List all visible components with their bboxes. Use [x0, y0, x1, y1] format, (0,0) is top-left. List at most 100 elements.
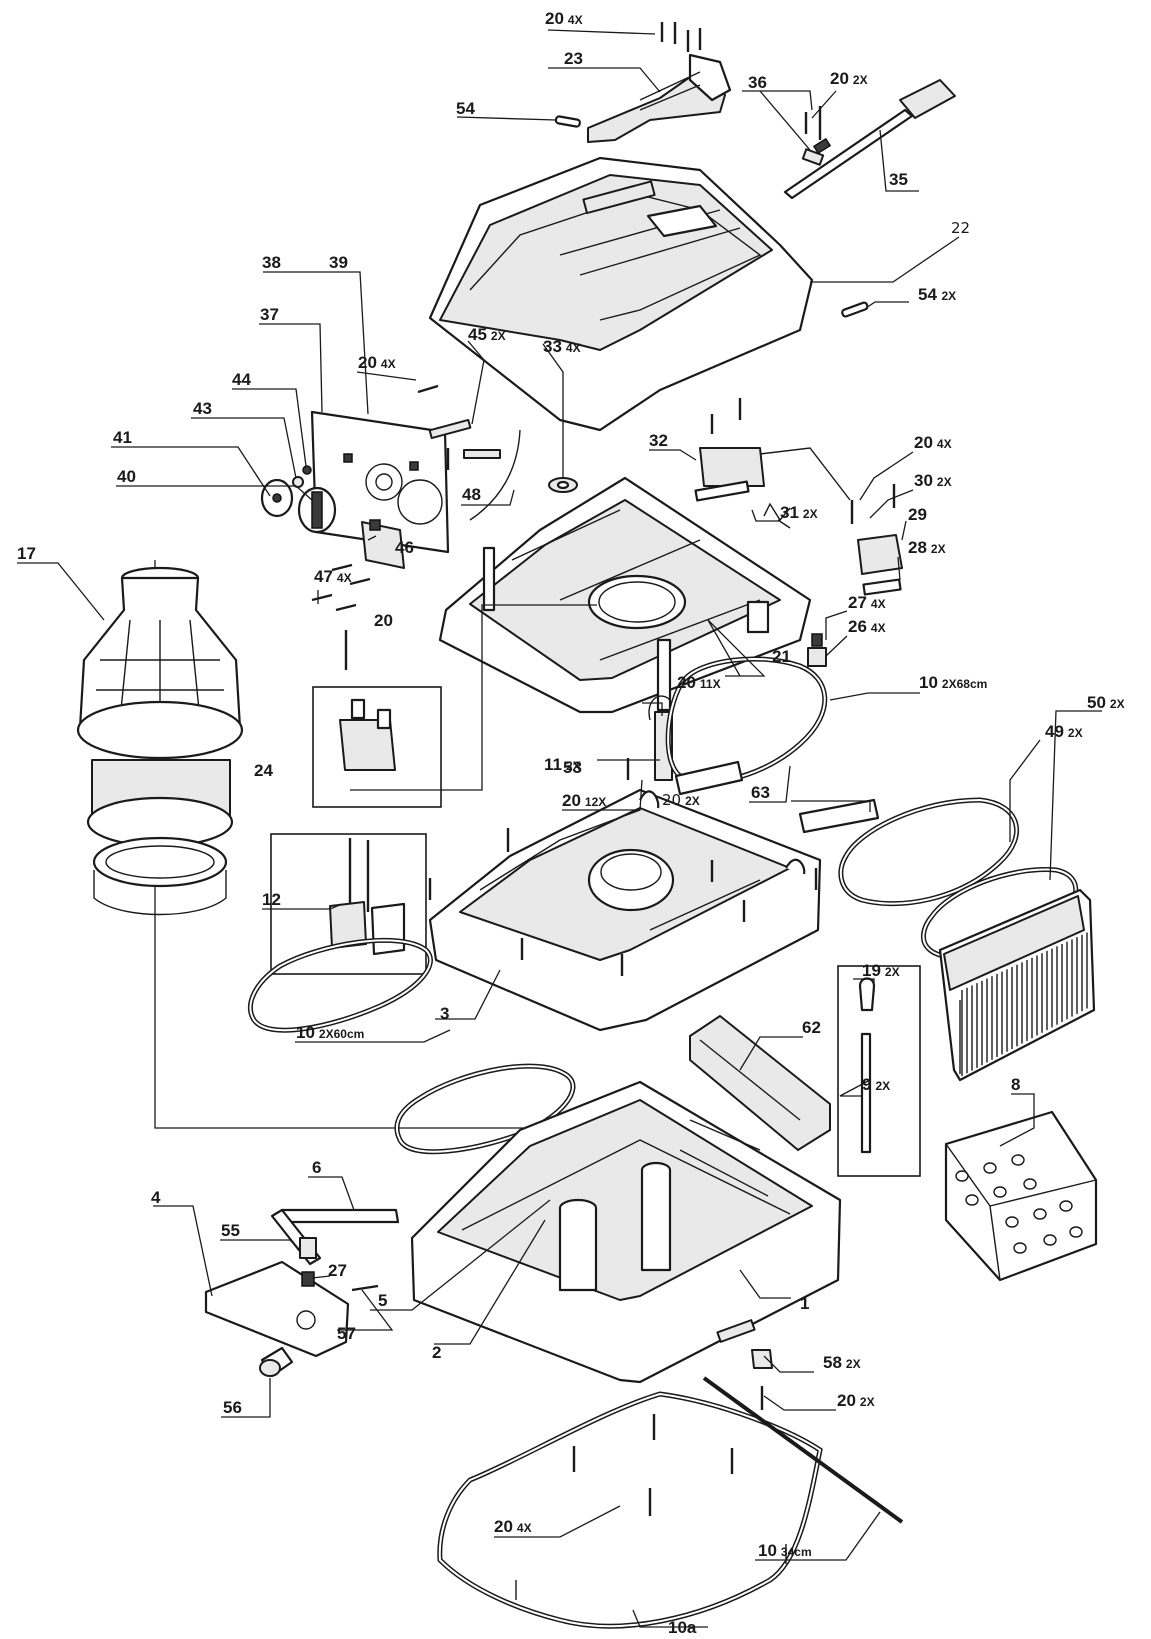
callout-label-20: 20	[494, 1517, 513, 1536]
tank-top-part-3	[428, 788, 822, 1032]
relay-part-32	[694, 398, 851, 502]
callout-label-28: 28	[908, 538, 927, 557]
part-27-small	[301, 1271, 315, 1287]
callout-label-23: 23	[564, 49, 583, 68]
callout-label-10: 10	[758, 1541, 777, 1560]
callout-quantity-20: 4X	[568, 13, 583, 27]
callout-label-62: 62	[802, 1018, 821, 1037]
callout-label-47: 47	[314, 567, 333, 586]
bottom-screws	[572, 1414, 734, 1516]
callout-quantity-27: 4X	[871, 597, 886, 611]
callout-label-44: 44	[232, 370, 251, 389]
foam-hole	[1005, 1216, 1019, 1228]
callout-label-33: 33	[543, 337, 562, 356]
callout-label-20: 20	[562, 791, 581, 810]
handle-part-23	[587, 53, 732, 143]
callout-label-20: 20	[677, 673, 696, 692]
callout-label-35: 35	[889, 170, 908, 189]
callout-quantity-20: 4X	[517, 1521, 532, 1535]
callout-quantity-30: 2X	[937, 475, 952, 489]
callout-quantity-45: 2X	[491, 329, 506, 343]
callout-label-29: 29	[908, 505, 927, 524]
sensor-part-45	[428, 418, 501, 459]
foam-hole	[983, 1162, 997, 1174]
switch-part-46	[361, 519, 405, 569]
callout-label-20: 20	[358, 353, 377, 372]
callout-quantity-28: 2X	[931, 542, 946, 556]
plug-part-56	[259, 1346, 294, 1378]
callout-label-41: 41	[113, 428, 132, 447]
foam-hole	[1011, 1154, 1025, 1166]
callout-quantity-47: 4X	[337, 571, 352, 585]
callout-label-50: 50	[1087, 693, 1106, 712]
filter-strip-part-11-b	[798, 798, 880, 834]
filter-cartridge-part-50	[938, 888, 1096, 1082]
callout-label-54: 54	[456, 99, 475, 118]
seal-part-10-60cm	[247, 937, 433, 1033]
clip-part-58	[751, 1349, 773, 1410]
callout-label-58: 58	[823, 1353, 842, 1372]
foam-hole	[993, 1186, 1007, 1198]
callout-label-12: 12	[262, 890, 281, 909]
callout-quantity-10: 2X68cm	[942, 677, 987, 691]
clip-parts-26-27	[807, 633, 827, 667]
filter-strip-part-11-a	[674, 760, 744, 796]
callout-label-3: 3	[440, 1004, 449, 1023]
callout-label-49: 49	[1045, 722, 1064, 741]
panel-screws	[311, 384, 450, 612]
nut-part-55	[299, 1237, 317, 1259]
callout-label-37: 37	[260, 305, 279, 324]
screw-set-top	[660, 22, 702, 52]
callout-quantity-11: 2X	[566, 759, 581, 773]
plate-part-28	[862, 578, 902, 596]
callout-label-30: 30	[914, 471, 933, 490]
callout-label-56: 56	[223, 1398, 242, 1417]
callout-label-24: 24	[254, 761, 273, 780]
float-box-part-12	[270, 833, 427, 975]
foam-hole	[1069, 1226, 1083, 1238]
callout-label-22: 22	[951, 219, 970, 237]
foam-part-8	[944, 1110, 1098, 1282]
strip-part-10-34cm	[702, 1376, 904, 1524]
callout-label-9: 9	[862, 1075, 871, 1094]
callout-quantity-20: 2X	[853, 73, 868, 87]
callout-label-40: 40	[117, 467, 136, 486]
foam-hole	[1059, 1200, 1073, 1212]
callout-quantity-50: 2X	[1110, 697, 1125, 711]
callout-label-11: 11	[544, 755, 562, 774]
clamp-part-36	[801, 106, 825, 166]
callout-label-10: 10	[296, 1023, 315, 1042]
callout-quantity-58: 2X	[846, 1357, 861, 1371]
seal-part-10-68cm	[665, 656, 828, 785]
seal-part-10a	[437, 1391, 823, 1629]
bracket-box-part-24	[312, 630, 442, 808]
motor-housing-part-21	[438, 476, 812, 714]
callout-quantity-10: 2X60cm	[319, 1027, 364, 1041]
callout-label-43: 43	[193, 399, 212, 418]
callout-label-57: 57	[337, 1324, 356, 1343]
motor-part-17	[76, 566, 244, 916]
callout-quantity-31: 2X	[803, 507, 818, 521]
callout-label-39: 39	[329, 253, 348, 272]
callout-label-27: 27	[848, 593, 867, 612]
callout-quantity-9: 2X	[875, 1079, 890, 1093]
rod-box-parts-9-19	[837, 965, 921, 1177]
callout-label-20: 20	[662, 791, 681, 809]
foam-hole	[1023, 1178, 1037, 1190]
knob-part-40	[297, 486, 337, 534]
callout-quantity-20: 12X	[585, 795, 606, 809]
hood-part-22	[428, 156, 814, 432]
callout-label-26: 26	[848, 617, 867, 636]
tank-base-part-1	[410, 1080, 842, 1384]
callout-label-20: 20	[914, 433, 933, 452]
callout-label-55: 55	[221, 1221, 240, 1240]
callout-label-27: 27	[328, 1261, 347, 1280]
foam-hole	[1013, 1242, 1027, 1254]
callout-quantity-33: 4X	[566, 341, 581, 355]
callout-label-2: 2	[432, 1343, 441, 1362]
callout-quantity-19: 2X	[885, 965, 900, 979]
callout-label-20: 20	[837, 1391, 856, 1410]
